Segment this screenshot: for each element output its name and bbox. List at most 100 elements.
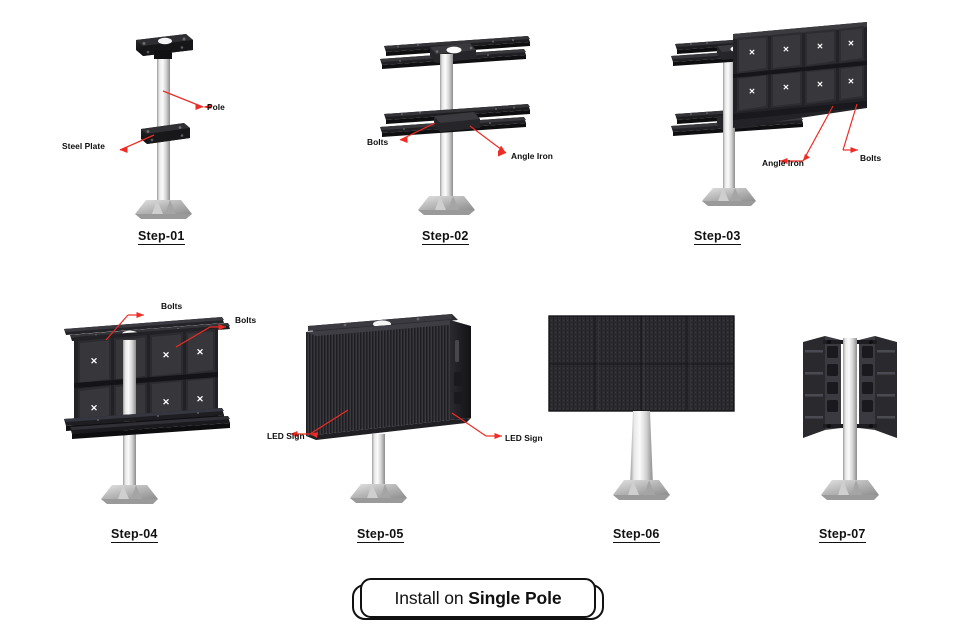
- pole-shaft: [723, 52, 735, 197]
- callout-leader-bolts: [842, 103, 858, 153]
- step-03-caption: Step-03: [694, 229, 741, 245]
- step-02-drawing: [380, 36, 530, 215]
- svg-text:✕: ✕: [749, 87, 756, 96]
- led-cabinet-module: ✕: [771, 32, 802, 70]
- led-screen-face: [549, 316, 734, 411]
- step-04-caption: Step-04: [111, 527, 158, 543]
- svg-text:✕: ✕: [90, 356, 98, 366]
- panel-highlight-seams: [597, 316, 691, 411]
- step-03-drawing: ✕ ✕ ✕ ✕: [671, 22, 867, 206]
- svg-text:✕: ✕: [848, 77, 855, 86]
- svg-text:✕: ✕: [817, 80, 824, 89]
- callout-label-bolts-s2: Bolts: [367, 137, 389, 147]
- step-06-illustration: [545, 310, 745, 510]
- callout-leader-bolts-right: [175, 324, 226, 348]
- step-07-illustration: [795, 310, 905, 510]
- led-cabinet-module: ✕: [737, 73, 768, 112]
- step-04-drawing: ✕ ✕ ✕ ✕: [64, 312, 230, 504]
- svg-text:✕: ✕: [90, 403, 98, 413]
- callout-leader-bolts-left: [105, 312, 144, 341]
- rear-cabinet-right-wing: [859, 336, 897, 438]
- banner-title-normal: Install on: [394, 587, 469, 608]
- led-cabinet-module: ✕: [771, 70, 802, 108]
- callout-label-pole: Pole: [207, 102, 225, 112]
- led-sign-top-face: [306, 320, 460, 336]
- callout-leader-led-sign-right: [451, 412, 502, 439]
- step-04-illustration: ✕ ✕ ✕ ✕: [58, 305, 273, 510]
- step-06-drawing: [548, 315, 735, 500]
- led-cabinet-module: ✕: [839, 26, 864, 63]
- callout-label-angle-iron-s2: Angle Iron: [511, 151, 553, 161]
- banner-inner-frame: Install on Single Pole: [360, 578, 596, 618]
- rear-cabinet-left-wing: [803, 336, 841, 438]
- pole-base-plate: [702, 188, 756, 206]
- svg-text:✕: ✕: [783, 83, 790, 92]
- side-connector: [454, 392, 462, 404]
- step-01-illustration: [110, 28, 300, 223]
- step-01-drawing: [119, 34, 212, 219]
- svg-text:✕: ✕: [196, 347, 204, 357]
- led-sign-bottom-edge: [306, 418, 471, 440]
- callout-label-steel-plate: Steel Plate: [62, 141, 105, 151]
- pole-base-plate: [101, 485, 158, 504]
- svg-text:✕: ✕: [162, 350, 170, 360]
- svg-text:✕: ✕: [848, 39, 855, 48]
- step-06-caption: Step-06: [613, 527, 660, 543]
- pole-base-plate: [821, 480, 879, 500]
- led-cabinet-module: ✕: [78, 338, 111, 385]
- led-face-shade: [306, 320, 450, 436]
- callout-label-led-sign-left: LED Sign: [267, 431, 305, 441]
- svg-text:✕: ✕: [783, 45, 790, 54]
- lower-angle-iron-assembly: [380, 104, 530, 137]
- callout-label-bolts-s4-left: Bolts: [161, 301, 183, 311]
- step-07-caption: Step-07: [819, 527, 866, 543]
- callout-label-angle-iron-s3: Angle Iron: [762, 158, 804, 168]
- callout-label-bolts-s3: Bolts: [860, 153, 882, 163]
- led-cabinet-module: ✕: [737, 35, 768, 74]
- side-handle: [455, 340, 459, 362]
- led-cabinet-module: ✕: [805, 67, 836, 105]
- callout-leader-steel-plate: [119, 134, 155, 153]
- svg-text:✕: ✕: [196, 394, 204, 404]
- steel-plate-bracket: [141, 123, 190, 144]
- pole-base-plate: [418, 196, 475, 215]
- pole-base-plate: [135, 200, 192, 219]
- banner-title: Install on Single Pole: [394, 588, 561, 609]
- led-sign-side-face: [450, 320, 471, 420]
- callout-label-led-sign-right: LED Sign: [505, 433, 543, 443]
- callout-leader-pole: [162, 90, 212, 110]
- upper-angle-iron-assembly: [380, 36, 530, 69]
- callout-leader-bolts: [399, 122, 436, 143]
- step-05-illustration: [290, 310, 502, 510]
- step-02-illustration: [378, 34, 578, 224]
- pole-shaft: [630, 411, 653, 486]
- led-sign-front-face: [306, 320, 450, 436]
- led-cabinet-module: ✕: [150, 332, 183, 378]
- pole-base-plate: [613, 480, 670, 500]
- callout-leader-angle-iron: [469, 125, 507, 157]
- step-05-drawing: [290, 314, 502, 503]
- step-07-drawing: [803, 336, 897, 500]
- step-03-illustration: ✕ ✕ ✕ ✕: [655, 22, 885, 227]
- svg-text:✕: ✕: [749, 48, 756, 57]
- pole-base-plate: [350, 484, 407, 503]
- led-cabinet-module: ✕: [839, 64, 864, 101]
- lower-angle-iron-assembly: [64, 408, 230, 439]
- callout-leader-angle-iron: [780, 105, 834, 164]
- top-mount-bracket: [136, 34, 193, 59]
- step-05-caption: Step-05: [357, 527, 404, 543]
- step-02-caption: Step-02: [422, 229, 469, 245]
- svg-text:✕: ✕: [817, 42, 824, 51]
- banner-title-bold: Single Pole: [468, 587, 562, 608]
- banner: Install on Single Pole: [352, 578, 604, 622]
- pole-shaft: [843, 338, 857, 490]
- panel-seams: [549, 316, 734, 411]
- led-cabinet-module: ✕: [186, 329, 215, 375]
- led-cabinet-module: ✕: [805, 29, 836, 67]
- callout-leader-led-sign-left: [290, 409, 349, 438]
- side-connector: [454, 372, 462, 386]
- callout-label-bolts-s4-right: Bolts: [235, 315, 257, 325]
- step-01-caption: Step-01: [138, 229, 185, 245]
- svg-text:✕: ✕: [162, 397, 170, 407]
